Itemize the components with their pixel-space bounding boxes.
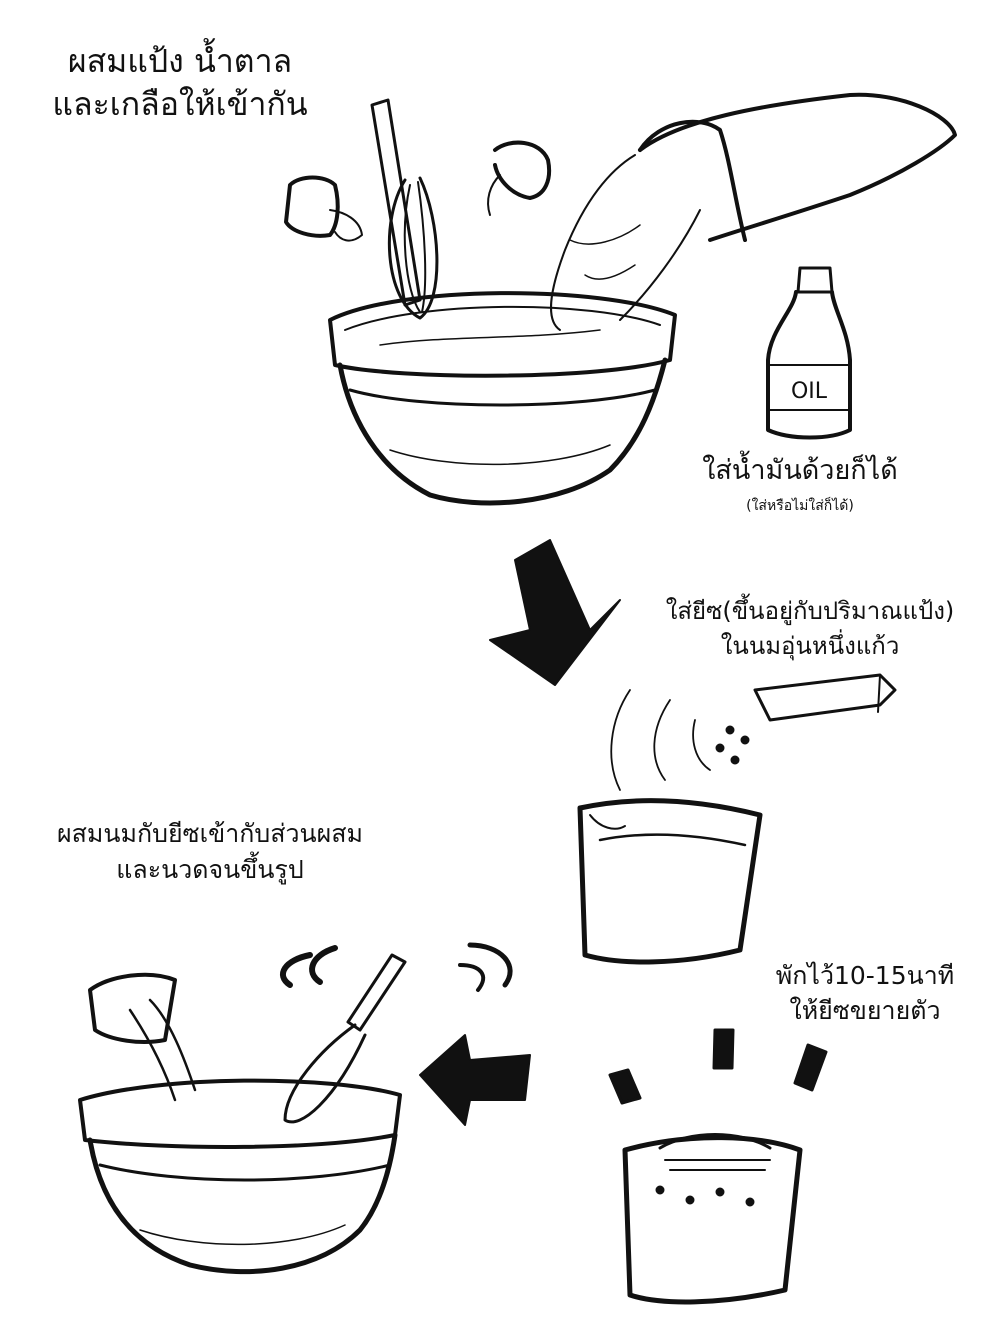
arrow-left-icon [420,1035,530,1125]
step-add-yeast-caption: ใส่ยีซ(ขึ้นอยู่กับปริมาณแป้ง) ในนมอุ่นหน… [620,594,1000,664]
hand-left [286,178,362,241]
arrow-down-icon [490,540,620,685]
step-combine-knead-line-1: ผสมนมกับยีซเข้ากับส่วนผสม [56,819,364,848]
step-mix-dry-line-1: ผสมแป้ง น้ำตาล [67,42,293,80]
oil-bottle-label: OIL [791,379,828,404]
mixing-bowl-top [330,293,675,503]
milk-cup [580,801,760,962]
step-add-yeast-line-2: ในนมอุ่นหนึ่งแก้ว [720,631,900,660]
steam-lines [611,690,710,790]
step-combine-knead-line-2: และนวดจนขึ้นรูป [116,855,304,885]
rested-cup [625,1135,800,1302]
step-combine-knead-caption: ผสมนมกับยีซเข้ากับส่วนผสม และนวดจนขึ้นรู… [50,816,370,889]
whisk-top [372,100,437,318]
step-add-oil-line-1: ใส่น้ำมันด้วยก็ได้ [702,455,898,486]
pouring-cup [90,975,195,1100]
step-rest-line-2: ให้ยีซขยายตัว [789,996,941,1025]
step-mix-dry-line-2: และเกลือให้เข้ากัน [52,85,308,124]
step-rest-caption: พักไว้10-15นาที ให้ยีซขยายตัว [760,958,970,1028]
oil-bottle [768,268,850,438]
whisk-bottom [285,955,405,1122]
motion-marks [283,945,510,990]
step-mix-dry-caption: ผสมแป้ง น้ำตาล และเกลือให้เข้ากัน [30,40,330,126]
hand-right [488,143,549,215]
step-add-oil-note: (ใส่หรือไม่ใส่ก็ได้) [746,498,854,514]
yeast-packet [717,675,895,763]
flour-sack [551,95,955,330]
rest-rays [610,1030,826,1103]
mixing-bowl-bottom [80,1081,400,1272]
step-add-yeast-line-1: ใส่ยีซ(ขึ้นอยู่กับปริมาณแป้ง) [665,597,955,625]
step-rest-line-1: พักไว้10-15นาที [775,961,955,990]
step-add-oil-caption: ใส่น้ำมันด้วยก็ได้ [690,454,910,488]
